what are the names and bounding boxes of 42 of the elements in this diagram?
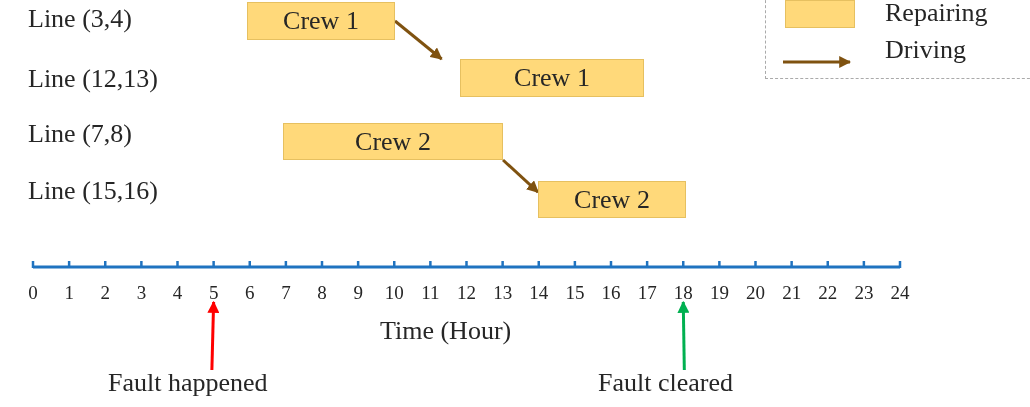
tick-label: 10 — [384, 283, 404, 302]
tick-label: 7 — [281, 283, 291, 302]
tick-label: 17 — [637, 283, 657, 302]
tick-label: 18 — [673, 283, 693, 302]
row-label: Line (15,16) — [28, 178, 158, 204]
tick-label: 16 — [601, 283, 621, 302]
tick-label: 11 — [421, 283, 440, 302]
tick-label: 9 — [353, 283, 363, 302]
tick-label: 6 — [245, 283, 255, 302]
repair-bar: Crew 2 — [538, 181, 686, 218]
legend-label: Repairing — [885, 0, 988, 26]
arrow — [502, 158, 539, 194]
row-label: Line (7,8) — [28, 121, 132, 147]
tick-label: 8 — [317, 283, 327, 302]
tick-label: 23 — [854, 283, 874, 302]
tick-label: 5 — [208, 283, 219, 302]
tick-label: 24 — [890, 283, 910, 302]
repair-bar: Crew 2 — [283, 123, 503, 160]
tick-label: 4 — [172, 283, 183, 302]
arrow — [677, 300, 690, 371]
tick-label: 12 — [457, 283, 476, 302]
tick-label: 20 — [746, 283, 765, 302]
row-label: Line (12,13) — [28, 66, 158, 92]
repair-bar: Crew 1 — [460, 59, 644, 97]
tick-label: 3 — [136, 283, 147, 302]
tick-label: 15 — [565, 283, 585, 302]
tick-label: 13 — [493, 283, 513, 302]
tick-label: 19 — [709, 283, 729, 302]
tick-label: 22 — [818, 283, 838, 302]
axis-title: Time (Hour) — [380, 318, 512, 344]
event-label: Fault cleared — [598, 370, 733, 396]
tick-label: 1 — [64, 283, 74, 302]
event-label: Fault happened — [108, 370, 268, 396]
tick-label: 14 — [529, 283, 549, 302]
tick-label: 0 — [28, 283, 38, 302]
tick-label: 21 — [782, 283, 802, 302]
legend-label: Driving — [885, 37, 966, 63]
tick-label: 2 — [100, 283, 110, 302]
row-label: Line (3,4) — [28, 6, 132, 32]
repair-bar: Crew 1 — [247, 2, 395, 40]
arrow — [394, 19, 443, 61]
arrow — [207, 300, 220, 371]
